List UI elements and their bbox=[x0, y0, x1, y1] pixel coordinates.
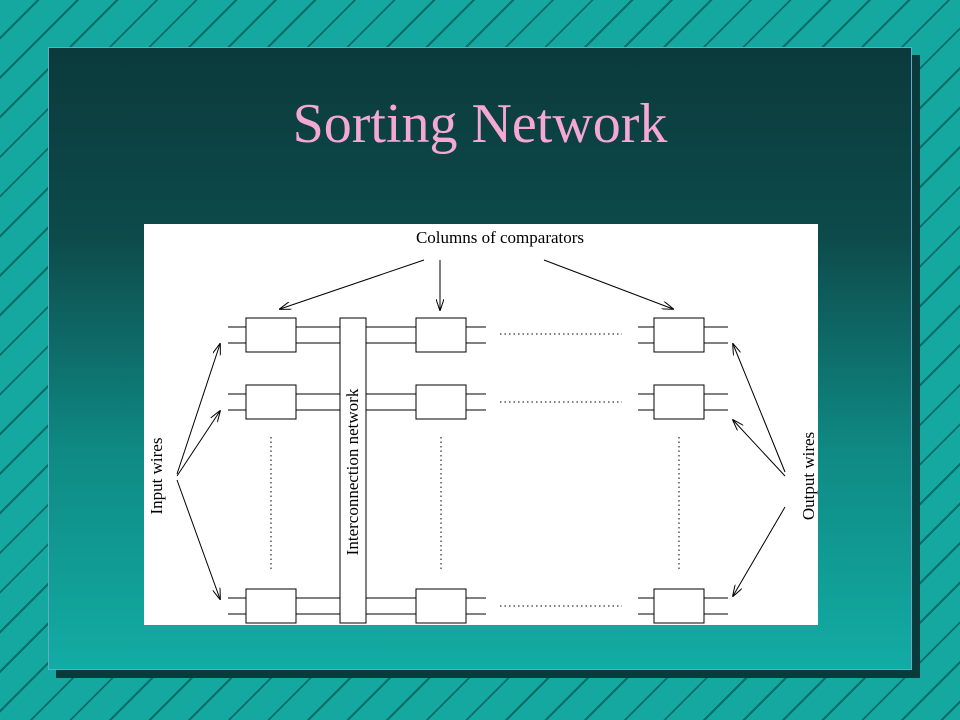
input-arrow-1 bbox=[176, 344, 220, 475]
output-arrow-1 bbox=[733, 344, 786, 473]
comparator-r1-c2 bbox=[415, 317, 467, 353]
column-arrows bbox=[280, 259, 673, 310]
wires bbox=[228, 326, 728, 615]
comparator-r1-c3 bbox=[653, 317, 705, 353]
sorting-network-diagram: Columns of comparators bbox=[144, 224, 818, 625]
input-arrow-2 bbox=[176, 411, 220, 477]
slide-title: Sorting Network bbox=[292, 93, 668, 155]
input-wires-label: Input wires bbox=[147, 438, 166, 515]
output-arrow-3 bbox=[733, 506, 786, 596]
comparator-r2-c2 bbox=[415, 384, 467, 420]
interconnection-network-bar bbox=[339, 317, 367, 624]
comparator-r3-c1 bbox=[245, 588, 297, 624]
ellipsis-dots bbox=[270, 333, 680, 607]
comparator-r3-c2 bbox=[415, 588, 467, 624]
output-arrow-2 bbox=[733, 420, 786, 477]
diagram-svg: Columns of comparators bbox=[147, 228, 818, 624]
interconnection-network-label: Interconnection network bbox=[343, 388, 362, 555]
arrow-to-column-3 bbox=[543, 259, 673, 309]
output-wires-label: Output wires bbox=[799, 432, 818, 520]
comparator-r3-c3 bbox=[653, 588, 705, 624]
columns-label: Columns of comparators bbox=[416, 228, 584, 247]
arrow-to-column-1 bbox=[280, 259, 425, 309]
input-arrows bbox=[176, 344, 220, 599]
comparator-r2-c1 bbox=[245, 384, 297, 420]
comparator-r1-c1 bbox=[245, 317, 297, 353]
comparators bbox=[245, 317, 705, 624]
output-arrows bbox=[733, 344, 786, 596]
input-arrow-3 bbox=[176, 479, 220, 599]
comparator-r2-c3 bbox=[653, 384, 705, 420]
